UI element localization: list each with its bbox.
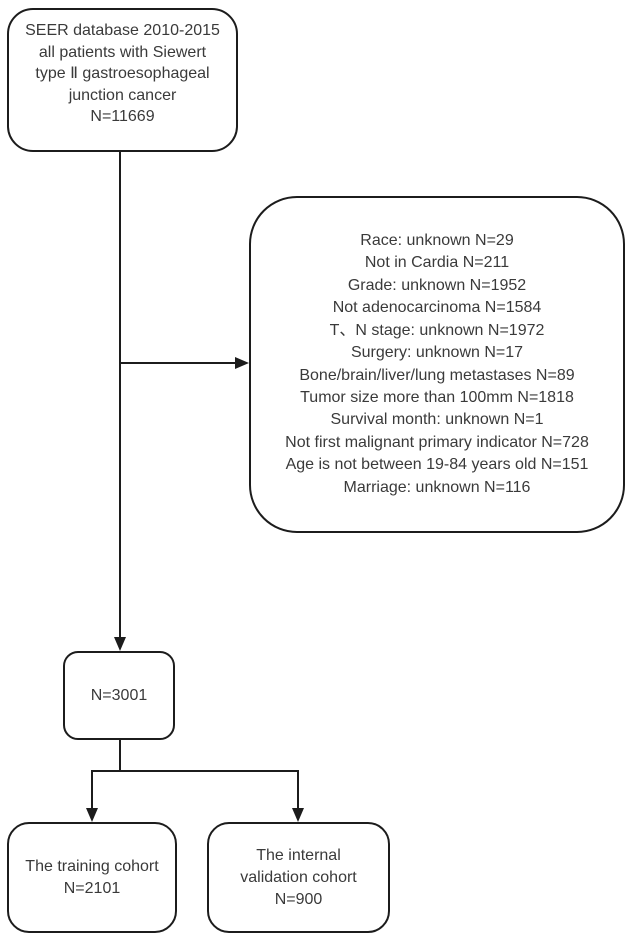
arrowhead-right-icon — [235, 357, 249, 369]
exclusion-item: Bone/brain/liver/lung metastases N=89 — [299, 366, 575, 384]
validation-cohort-box: The internal validation cohort N=900 — [207, 822, 390, 933]
exclusion-item: Marriage: unknown N=116 — [343, 478, 531, 496]
training-cohort-box: The training cohort N=2101 — [7, 822, 177, 933]
exclusion-item: Tumor size more than 100mm N=1818 — [300, 388, 574, 406]
source-line: SEER database 2010-2015 — [25, 22, 220, 39]
exclusion-item: Race: unknown N=29 — [360, 232, 514, 250]
arrowhead-down-icon — [114, 637, 126, 651]
exclusion-item: Not adenocarcinoma N=1584 — [332, 299, 542, 317]
exclusion-item: Not first malignant primary indicator N=… — [285, 433, 589, 451]
validation-label: validation cohort — [240, 868, 357, 886]
exclusion-criteria-box: Race: unknown N=29 Not in Cardia N=211 G… — [249, 196, 625, 533]
arrowhead-down-icon — [86, 808, 98, 822]
exclusion-item: Surgery: unknown N=17 — [350, 344, 524, 362]
validation-count: N=900 — [274, 890, 323, 908]
source-count: N=11669 — [90, 108, 155, 125]
source-population-box: SEER database 2010-2015 all patients wit… — [7, 8, 238, 152]
exclusion-item: Survival month: unknown N=1 — [330, 411, 544, 429]
source-line: type Ⅱ gastroesophageal — [35, 65, 210, 82]
exclusion-item: Not in Cardia N=211 — [364, 254, 510, 272]
exclusion-item: Age is not between 19-84 years old N=151 — [285, 456, 589, 474]
eligible-count: N=3001 — [90, 686, 148, 704]
training-label: The training cohort — [25, 857, 159, 875]
training-count: N=2101 — [63, 879, 121, 897]
exclusion-item: T、N stage: unknown N=1972 — [329, 321, 545, 339]
arrowhead-down-icon — [292, 808, 304, 822]
eligible-cohort-box: N=3001 — [63, 651, 175, 740]
validation-label: The internal — [256, 846, 341, 864]
source-line: junction cancer — [68, 86, 177, 104]
source-line: all patients with Siewert — [38, 43, 207, 61]
exclusion-item: Grade: unknown N=1952 — [347, 276, 527, 294]
